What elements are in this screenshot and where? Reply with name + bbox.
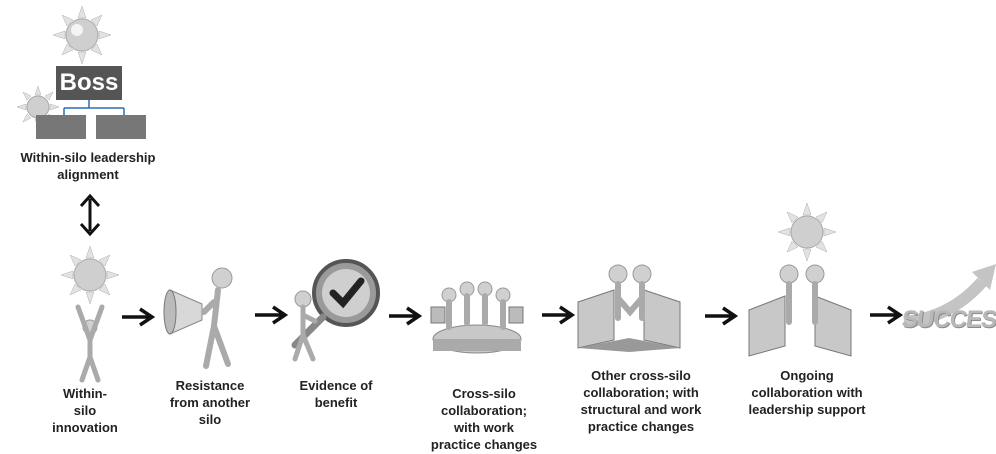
success-arrow-icon [903, 264, 996, 328]
handshake-laptops-icon [577, 264, 681, 352]
top-node-label: Within-silo leadership alignment [20, 150, 156, 182]
arrow-right-icon [122, 307, 156, 327]
team-meeting-icon [430, 281, 524, 354]
laptops-sun-icon [748, 202, 852, 357]
sun-figure-icon [60, 245, 120, 383]
arrow-right-icon [705, 306, 739, 326]
arrow-right-icon [255, 305, 289, 325]
arrow-right-icon [542, 305, 576, 325]
arrow-right-icon [870, 305, 904, 325]
checkmark-magnifier-icon [291, 259, 380, 362]
step-label-resistance: Resistance from another silo [169, 378, 251, 427]
sun-icon [52, 5, 112, 65]
org-box-left [36, 115, 86, 139]
step-label-ongoing: Ongoing collaboration with leadership su… [748, 368, 866, 417]
step-label-evidence: Evidence of benefit [299, 378, 373, 410]
boss-box: Boss [56, 66, 122, 100]
double-arrow-icon [79, 193, 101, 237]
success-word: SUCCESS [900, 306, 996, 333]
arrow-right-icon [389, 306, 423, 326]
org-box-right [96, 115, 146, 139]
step-label-within-silo-innovation: Within- silo innovation [52, 386, 118, 435]
org-connector [63, 100, 125, 115]
megaphone-figure-icon [163, 267, 233, 369]
step-label-cross-silo: Cross-silo collaboration; with work prac… [430, 386, 538, 452]
step-label-other-cross-silo: Other cross-silo collaboration; with str… [580, 368, 702, 434]
